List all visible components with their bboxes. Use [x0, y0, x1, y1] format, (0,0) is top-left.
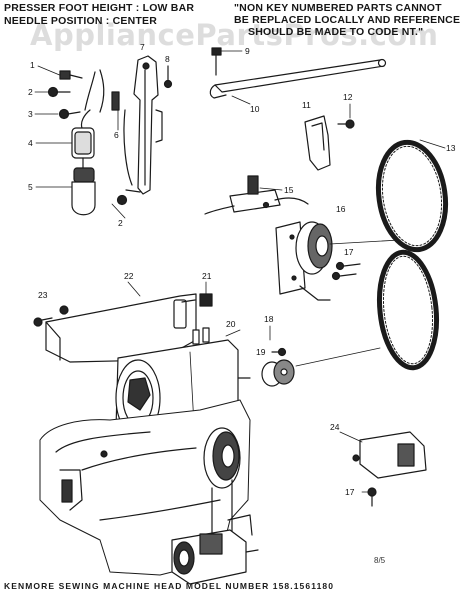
header-note-line1: "NON KEY NUMBERED PARTS CANNOT — [234, 2, 442, 14]
top-rod-part-10 — [209, 58, 387, 105]
label-part-16: 16 — [336, 204, 346, 214]
label-part-11: 11 — [302, 100, 311, 110]
switch-part-15 — [204, 175, 309, 215]
label-part-24: 24 — [330, 422, 340, 432]
label-part-3: 3 — [28, 109, 33, 119]
label-part-23: 23 — [38, 290, 48, 300]
screws-part-23 — [33, 305, 69, 327]
label-part-2-upper: 2 — [28, 87, 33, 97]
header-presser-foot: PRESSER FOOT HEIGHT : LOW BAR — [4, 2, 195, 14]
needle-bar-part-6 — [111, 91, 120, 131]
handwheel-pulley — [203, 427, 241, 541]
screw-part-2-lower — [111, 194, 128, 219]
motor-bracket-part-22 — [45, 281, 197, 363]
screw-part-9 — [211, 47, 243, 76]
light-bulb-part-5 — [35, 167, 96, 216]
label-part-15: 15 — [284, 185, 294, 195]
screw-part-21 — [181, 281, 213, 307]
header-note-line2: BE REPLACED LOCALLY AND REFERENCE — [234, 14, 461, 26]
footer-model-number: KENMORE SEWING MACHINE HEAD MODEL NUMBER… — [4, 581, 335, 591]
belt-part-13 — [375, 139, 449, 253]
screw-part-17-lower — [361, 487, 377, 507]
label-part-2-lower: 2 — [118, 218, 123, 228]
motor-pulley-part-16 — [275, 221, 401, 301]
screw-part-12 — [337, 103, 355, 129]
label-part-1: 1 — [30, 60, 35, 70]
switch-block-part-24 — [339, 431, 427, 479]
header-note-line3: SHOULD BE MADE TO CODE NT." — [248, 26, 424, 38]
screws-part-17-upper — [331, 261, 361, 281]
bottom-motor-assembly — [171, 514, 259, 585]
machine-head-casting — [39, 399, 251, 576]
page-number: 8/5 — [374, 556, 386, 565]
belt-lower — [377, 249, 439, 371]
label-part-5: 5 — [28, 182, 33, 192]
label-part-18: 18 — [264, 314, 274, 324]
label-part-21: 21 — [202, 271, 212, 281]
header-needle-position: NEEDLE POSITION : CENTER — [4, 15, 157, 27]
bracket-part-11 — [304, 115, 331, 171]
label-part-6: 6 — [114, 130, 119, 140]
label-part-10: 10 — [250, 104, 260, 114]
label-part-13: 13 — [446, 143, 456, 153]
label-part-19: 19 — [256, 347, 266, 357]
screw-part-2-upper — [34, 86, 71, 98]
pulley-part-18-19 — [261, 325, 381, 387]
label-part-4: 4 — [28, 138, 33, 148]
label-part-9: 9 — [245, 46, 250, 56]
screw-part-3 — [34, 108, 81, 120]
screw-part-8 — [163, 65, 173, 89]
label-part-20: 20 — [226, 319, 236, 329]
label-part-12: 12 — [343, 92, 353, 102]
label-part-8: 8 — [165, 54, 170, 64]
label-part-17-lower: 17 — [345, 487, 355, 497]
presser-bar-part-7 — [123, 55, 163, 195]
label-part-17-upper: 17 — [344, 247, 354, 257]
label-part-22: 22 — [124, 271, 134, 281]
screw-part-1 — [37, 65, 83, 80]
light-socket-part-4 — [35, 69, 105, 169]
label-part-7: 7 — [140, 42, 145, 52]
